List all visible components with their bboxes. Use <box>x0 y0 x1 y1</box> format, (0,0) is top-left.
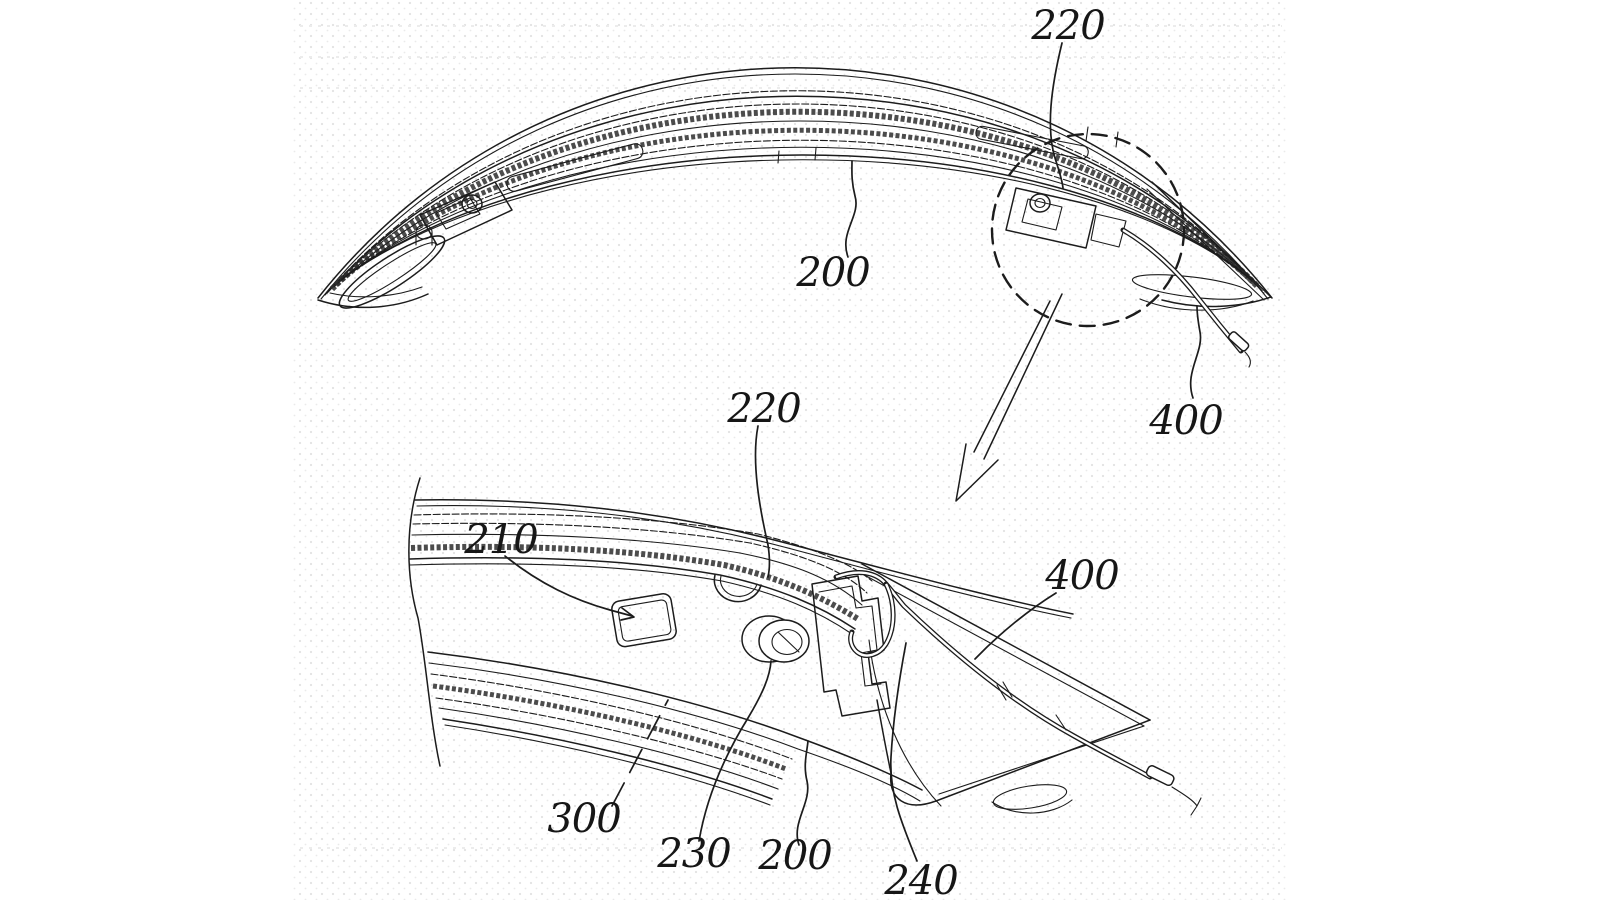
screw-boss-icon <box>461 194 483 214</box>
ref-label-200-detail: 200 <box>757 833 832 879</box>
ref-label-240: 240 <box>883 858 958 900</box>
leader-220-detail <box>754 425 771 578</box>
leader-200-detail <box>796 740 809 846</box>
trim-notch <box>713 574 762 603</box>
end-cap <box>856 563 1151 814</box>
ref-label-220-detail: 220 <box>726 386 801 432</box>
band-slot-strip-right <box>975 125 1089 160</box>
ref-label-300: 300 <box>547 796 621 842</box>
scan-noise-lines <box>300 25 1282 849</box>
ref-label-230: 230 <box>656 831 731 877</box>
leader-300 <box>611 699 669 807</box>
right-bracket <box>1005 187 1127 249</box>
leader-230 <box>698 660 772 842</box>
detail-bottom-stripes <box>427 651 923 806</box>
right-tip-cap <box>1131 181 1272 311</box>
halftone-background <box>293 0 1287 900</box>
leader-400-overview <box>1189 305 1202 399</box>
magnified-region-circle <box>990 132 1186 328</box>
screw-boss-icon <box>1029 193 1051 213</box>
overview-drawing <box>317 67 1273 368</box>
wire-connector <box>1227 331 1250 352</box>
leader-400-detail <box>974 592 1057 660</box>
band-arcs <box>317 67 1273 300</box>
ref-label-400-detail: 400 <box>1044 553 1119 599</box>
leader-lines <box>504 42 1202 862</box>
leader-210 <box>504 555 635 621</box>
detail-drawing <box>408 477 1202 816</box>
leader-240 <box>889 642 918 862</box>
reference-numerals: 220 200 400 210 220 400 300 230 200 240 <box>463 3 1224 900</box>
ref-label-400-overview: 400 <box>1148 398 1223 444</box>
wire-connector <box>1145 765 1175 787</box>
slot-210 <box>611 592 677 648</box>
boss-230 <box>741 615 810 663</box>
ref-label-200-overview: 200 <box>795 250 870 296</box>
band-slot-strip-left <box>506 143 644 192</box>
left-bracket <box>415 181 513 246</box>
leader-200-overview <box>845 160 857 258</box>
break-edge <box>408 477 441 767</box>
wire-detail <box>833 570 1202 816</box>
magnify-arrow <box>955 293 1063 502</box>
bracket-240 <box>811 575 891 717</box>
detail-band-stripes <box>409 499 1074 635</box>
leader-220-overview <box>1049 42 1064 189</box>
ref-label-220-overview: 220 <box>1030 3 1105 49</box>
ref-label-210: 210 <box>463 517 538 563</box>
wire-overview <box>1120 227 1251 368</box>
